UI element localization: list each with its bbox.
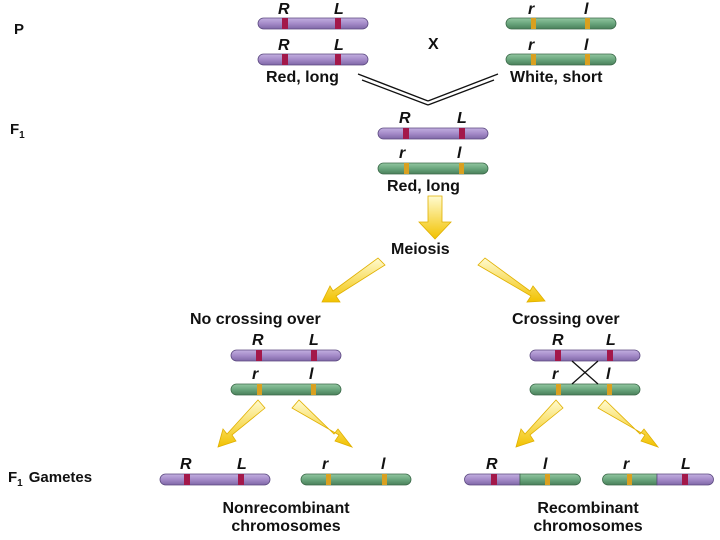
allele-label: L: [309, 332, 319, 349]
arrow-to-gamete: [515, 399, 564, 448]
gamete-nonrecombinant-RL: R L: [159, 456, 271, 486]
chromosome-green: [505, 17, 617, 30]
allele-label: R: [252, 332, 264, 349]
arrow-to-crossing: [477, 257, 546, 303]
allele-label: R: [180, 456, 192, 473]
chromosome-purple: [377, 127, 489, 140]
allele-label: l: [457, 145, 462, 162]
chromosome-purple: [257, 53, 369, 66]
nonrecombinant-caption: Nonrecombinant: [222, 500, 350, 517]
allele-label: r: [399, 145, 406, 162]
allele-label: L: [237, 456, 247, 473]
gamete-recombinant-Rl: R l: [464, 456, 581, 486]
f1-caption: Red, long: [387, 178, 460, 195]
meiosis-label: Meiosis: [391, 241, 450, 258]
cross-symbol: X: [428, 36, 439, 53]
chromosome-green: [505, 53, 617, 66]
parent-left-caption: Red, long: [266, 69, 339, 86]
allele-label: L: [457, 110, 467, 127]
no-crossing-over-label: No crossing over: [190, 311, 321, 328]
arrow-to-gamete: [597, 399, 660, 448]
row-label-p: P: [14, 21, 24, 38]
allele-label: r: [528, 1, 535, 18]
chromosome-purple: [529, 349, 641, 362]
parent-right-caption: White, short: [510, 69, 603, 86]
allele-label: R: [278, 1, 290, 18]
recombinant-caption: chromosomes: [533, 518, 642, 535]
gamete-nonrecombinant-rl: r l: [300, 456, 412, 486]
allele-label: l: [381, 456, 386, 473]
allele-label: R: [552, 332, 564, 349]
allele-label: L: [606, 332, 616, 349]
row-label-f1: F1: [10, 121, 25, 141]
allele-label: l: [309, 366, 314, 383]
crossing-homologs: R L r l: [529, 332, 641, 396]
allele-label: r: [623, 456, 630, 473]
allele-label: l: [543, 456, 548, 473]
chromosome-green: [377, 162, 489, 175]
allele-label: R: [278, 37, 290, 54]
allele-label: L: [334, 37, 344, 54]
allele-label: R: [399, 110, 411, 127]
chromosome-purple: [230, 349, 342, 362]
allele-label: L: [334, 1, 344, 18]
chromosome-green: [230, 383, 342, 396]
arrow-to-no-crossing: [321, 257, 386, 303]
allele-label: r: [528, 37, 535, 54]
arrow-to-gamete: [217, 399, 266, 448]
allele-label: l: [584, 1, 589, 18]
fertilization-lines: [357, 73, 499, 106]
chromosome-purple: [257, 17, 369, 30]
f1-homologs: R L r l: [377, 110, 489, 175]
allele-label: l: [584, 37, 589, 54]
arrow-to-gamete: [291, 399, 354, 448]
recombinant-caption: Recombinant: [537, 500, 639, 517]
allele-label: L: [681, 456, 691, 473]
allele-label: r: [552, 366, 559, 383]
allele-label: r: [322, 456, 329, 473]
parent-left-homologs: R L R L: [257, 1, 369, 66]
nonrecombinant-caption: chromosomes: [231, 518, 340, 535]
meiosis-arrow: [418, 195, 452, 240]
allele-label: r: [252, 366, 259, 383]
allele-label: l: [606, 366, 611, 383]
chromosome-green: [529, 383, 641, 396]
allele-label: R: [486, 456, 498, 473]
no-crossing-homologs: R L r l: [230, 332, 342, 396]
crossing-over-label: Crossing over: [512, 311, 620, 328]
chiasma-cross-icon: [571, 360, 599, 385]
parent-right-homologs: r l r l: [505, 1, 617, 66]
gamete-recombinant-rL: r L: [602, 456, 714, 486]
